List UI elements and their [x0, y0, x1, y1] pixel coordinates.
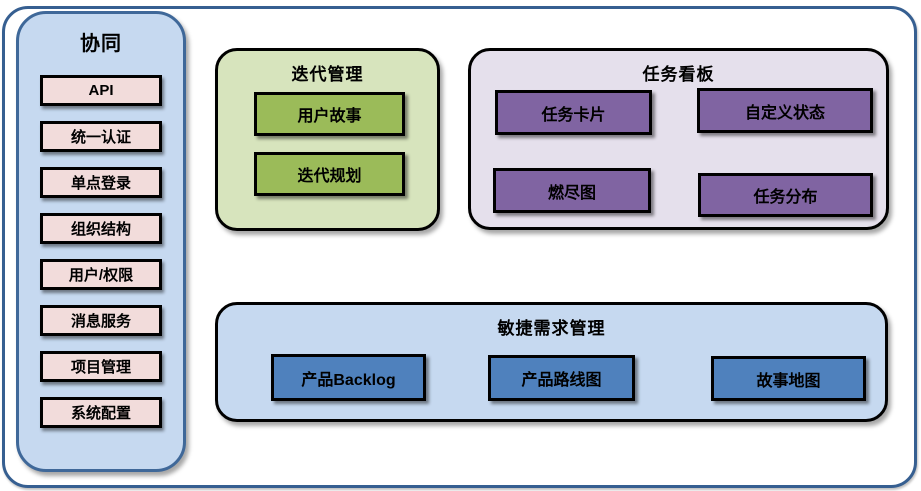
sidebar-item-unified-auth: 统一认证 [40, 121, 162, 152]
sidebar-item-org-structure: 组织结构 [40, 213, 162, 244]
feature-box-story-map: 故事地图 [711, 356, 866, 401]
collaboration-panel: 协同 API 统一认证 单点登录 组织结构 用户/权限 消息服务 项目管理 系统… [16, 11, 186, 472]
sidebar-item-project-management: 项目管理 [40, 351, 162, 382]
collaboration-panel-title: 协同 [80, 33, 122, 55]
task-kanban-title: 任务看板 [642, 65, 715, 84]
feature-box-task-cards: 任务卡片 [495, 90, 652, 135]
sidebar-item-sso: 单点登录 [40, 167, 162, 198]
sidebar-item-system-config: 系统配置 [40, 397, 162, 428]
feature-box-product-backlog: 产品Backlog [271, 354, 426, 401]
agile-requirements-title: 敏捷需求管理 [497, 319, 606, 338]
sidebar-item-api: API [40, 75, 162, 106]
feature-box-iteration-planning: 迭代规划 [254, 152, 405, 196]
feature-box-user-stories: 用户故事 [254, 92, 405, 136]
iteration-management-title: 迭代管理 [291, 65, 364, 84]
feature-box-burndown-chart: 燃尽图 [493, 168, 651, 213]
task-kanban-panel: 任务看板 任务卡片 自定义状态 燃尽图 任务分布 [468, 48, 889, 230]
sidebar-item-users-permissions: 用户/权限 [40, 259, 162, 290]
feature-box-custom-status: 自定义状态 [697, 88, 873, 133]
agile-requirements-panel: 敏捷需求管理 产品Backlog 产品路线图 故事地图 [215, 302, 888, 422]
iteration-management-panel: 迭代管理 用户故事 迭代规划 [215, 48, 440, 231]
feature-box-product-roadmap: 产品路线图 [488, 355, 635, 401]
feature-box-task-distribution: 任务分布 [698, 173, 873, 217]
sidebar-item-message-service: 消息服务 [40, 305, 162, 336]
